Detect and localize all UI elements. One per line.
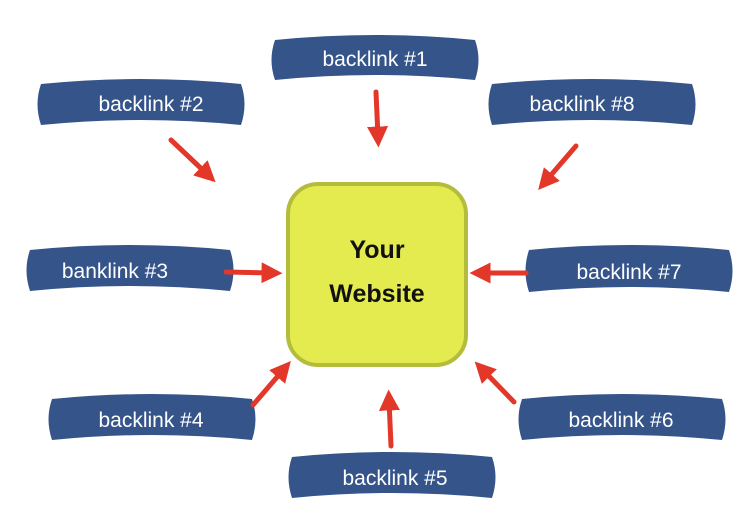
center-box: Your Website (286, 182, 468, 367)
node-label-1: backlink #1 (322, 48, 427, 71)
node-label-4: backlink #4 (98, 409, 203, 432)
backlink-node-6: backlink #6 (518, 394, 726, 440)
node-shape (525, 245, 733, 292)
center-label-line1: Your (349, 236, 404, 264)
arrow-4 (250, 361, 291, 408)
backlink-node-8: backlink #8 (488, 79, 696, 125)
node-shape (37, 79, 245, 125)
arrow-6 (474, 361, 517, 405)
node-shape (288, 452, 496, 498)
backlink-node-2: backlink #2 (37, 79, 245, 125)
center-box-shape (286, 182, 468, 367)
arrow-5 (378, 389, 400, 449)
arrow-8 (538, 143, 579, 190)
arrow-2 (168, 137, 216, 183)
node-label-8: backlink #8 (529, 93, 634, 116)
backlink-node-7: backlink #7 (525, 245, 733, 292)
node-label-3: banklink #3 (62, 260, 168, 283)
node-label-5: backlink #5 (342, 467, 447, 490)
arrow-3 (223, 262, 283, 284)
node-label-7: backlink #7 (576, 261, 681, 284)
node-shape (48, 394, 256, 440)
node-shape (271, 35, 479, 80)
node-label-6: backlink #6 (568, 409, 673, 432)
arrow-1 (367, 89, 389, 148)
center-label-line2: Website (329, 280, 424, 308)
node-label-2: backlink #2 (98, 93, 203, 116)
node-shape (26, 245, 234, 291)
backlink-node-1: backlink #1 (271, 35, 479, 80)
backlink-node-3: banklink #3 (26, 245, 234, 291)
backlink-node-5: backlink #5 (288, 452, 496, 498)
node-shape (518, 394, 726, 440)
node-shape (488, 79, 696, 125)
backlink-node-4: backlink #4 (48, 394, 256, 440)
